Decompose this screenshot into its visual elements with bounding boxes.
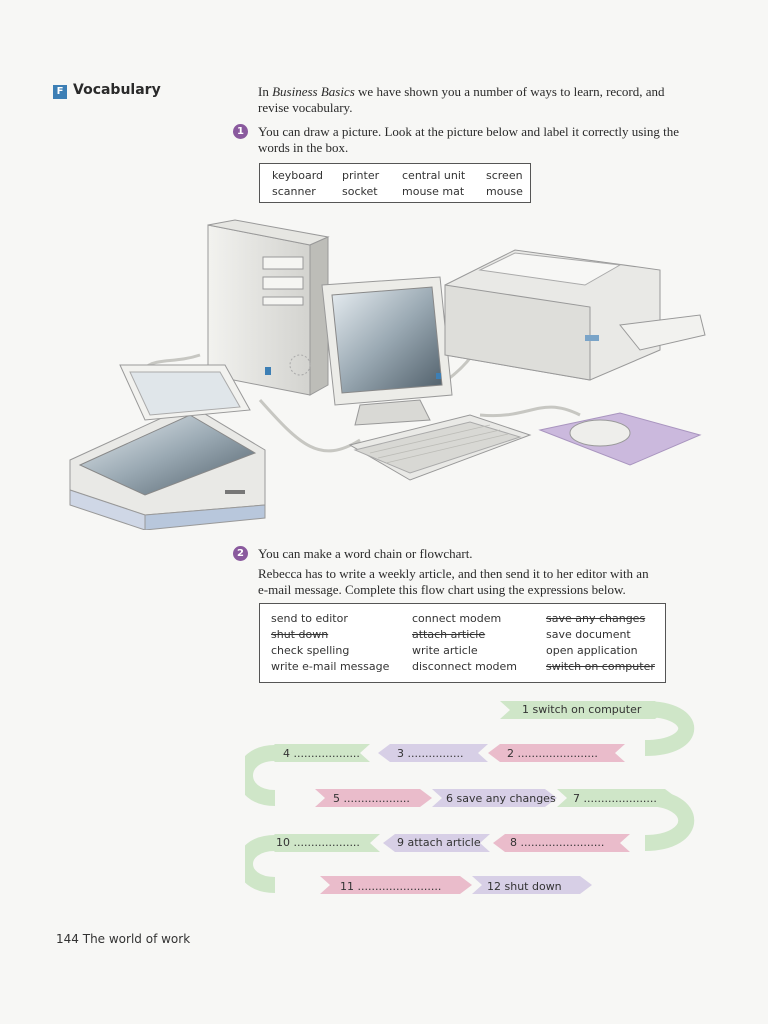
central-unit-drawing [207, 219, 330, 396]
flow-step-3: 3 ................ [397, 747, 464, 760]
flow-arrow-8 [493, 834, 630, 852]
flow-step-9: 9 attach article [397, 836, 481, 849]
word-scanner: scanner [272, 185, 316, 198]
flow-arrow-10 [265, 834, 380, 852]
expr-connect-modem: connect modem [412, 612, 502, 625]
flow-turn-2 [245, 745, 276, 806]
flow-arrow-2 [488, 744, 625, 762]
computer-illustration [69, 219, 706, 530]
expr-save-any-changes: save any changes [546, 612, 646, 625]
word-screen: screen [486, 169, 523, 182]
intro-prefix: In [258, 84, 273, 99]
flow-step-1: 1 switch on computer [522, 703, 642, 716]
word-socket: socket [342, 185, 378, 198]
printer-drawing [444, 249, 706, 381]
exercise-2-instructions: You can make a word chain or flowchart. … [258, 546, 713, 598]
exercise-1-line2: words in the box. [258, 140, 349, 155]
intro-line2: revise vocabulary. [258, 100, 353, 115]
flow-step-12: 12 shut down [487, 880, 562, 893]
flow-arrow-1 [500, 701, 667, 719]
exercise-1-number: 1 [233, 124, 248, 139]
exercise-2-number: 2 [233, 546, 248, 561]
mouse-drawing [569, 419, 631, 447]
page-number: 144 [56, 932, 79, 946]
expr-save-document: save document [546, 628, 631, 641]
word-keyboard: keyboard [272, 169, 324, 182]
word-mouse: mouse [486, 185, 523, 198]
flow-arrow-5 [315, 789, 432, 807]
keyboard-drawing [348, 414, 532, 481]
flow-turn-4 [245, 835, 276, 893]
flowchart [245, 701, 695, 894]
flow-step-10: 10 ................... [276, 836, 360, 849]
scanner-drawing [69, 364, 266, 530]
expr-write-article: write article [412, 644, 478, 657]
flow-arrow-7 [557, 789, 677, 807]
flow-arrow-12 [472, 876, 592, 894]
expr-write-email-message: write e-mail message [271, 660, 390, 673]
word-central-unit: central unit [402, 169, 466, 182]
flow-step-2: 2 ....................... [507, 747, 598, 760]
word-box: keyboard printer central unit screen sca… [259, 163, 531, 203]
expr-attach-article: attach article [412, 628, 486, 641]
exercise-2-line1: You can make a word chain or flowchart. [258, 546, 473, 561]
section-badge: F [53, 85, 67, 99]
chapter-title: The world of work [82, 932, 191, 946]
flow-step-11: 11 ........................ [340, 880, 442, 893]
flow-arrow-6 [432, 789, 557, 807]
screen-drawing [321, 276, 453, 426]
section-title: Vocabulary [73, 82, 161, 98]
flow-step-6: 6 save any changes [446, 792, 556, 805]
expr-check-spelling: check spelling [271, 644, 350, 657]
intro-paragraph: In Business Basics we have shown you a n… [258, 84, 708, 116]
exercise-2-line2: Rebecca has to write a weekly article, a… [258, 566, 649, 581]
page-footer: 144 The world of work [56, 932, 190, 946]
word-printer: printer [342, 169, 380, 182]
flow-arrow-4 [265, 744, 370, 762]
expr-send-to-editor: send to editor [271, 612, 348, 625]
book-title: Business Basics [272, 84, 355, 99]
expressions-box: send to editor connect modem save any ch… [259, 603, 666, 683]
intro-line1: we have shown you a number of ways to le… [354, 84, 665, 99]
flow-step-8: 8 ........................ [510, 836, 605, 849]
expr-shut-down: shut down [271, 628, 329, 641]
word-mouse-mat: mouse mat [402, 185, 465, 198]
flow-step-4: 4 ................... [283, 747, 360, 760]
expr-disconnect-modem: disconnect modem [412, 660, 518, 673]
exercise-2-line3: e-mail message. Complete this flow chart… [258, 582, 626, 597]
flow-step-5: 5 ................... [333, 792, 410, 805]
expr-switch-on-computer: switch on computer [546, 660, 655, 673]
exercise-1-instructions: You can draw a picture. Look at the pict… [258, 124, 713, 156]
exercise-1-line1: You can draw a picture. Look at the pict… [258, 124, 680, 139]
expr-open-application: open application [546, 644, 638, 657]
flow-step-7: 7 ..................... [573, 792, 657, 805]
flow-arrow-11 [320, 876, 472, 894]
flow-arrow-9 [383, 834, 490, 852]
flow-arrow-3 [378, 744, 488, 762]
